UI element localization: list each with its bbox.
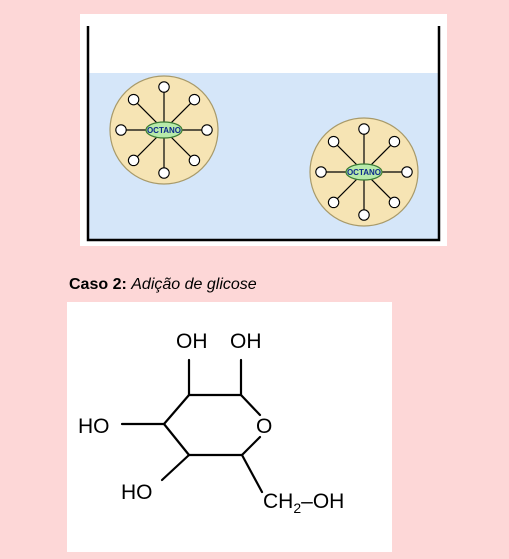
glucose-structure: OH OH HO O HO CH2–OH: [78, 330, 344, 516]
surfactant-head: [188, 154, 201, 167]
surfactant-head: [401, 166, 413, 178]
hydroxyl-left: HO: [78, 415, 110, 438]
surfactant-head: [127, 154, 140, 167]
surfactant-head: [127, 93, 140, 106]
ring-bond-c4-c3: [162, 422, 191, 457]
micelle-group: OCTANO OCTANO: [109, 75, 419, 227]
ring-bond-c1-o: [239, 393, 262, 417]
hydroxyl-bottom: HO: [121, 481, 153, 504]
caption-case-label: Caso 2:: [69, 276, 127, 293]
surfactant-head: [327, 196, 340, 209]
ch2-label: CH: [263, 490, 293, 513]
surfactant-head: [358, 209, 370, 221]
glucose-panel: OH OH HO O HO CH2–OH: [67, 302, 392, 552]
surfactant-head: [388, 196, 401, 209]
caption-description: Adição de glicose: [131, 276, 257, 293]
ring-bond-o-c5: [240, 435, 262, 457]
bond-c4-ho: [160, 453, 191, 482]
micelle-core-label: OCTANO: [147, 126, 181, 135]
ch2-oh-label: –OH: [301, 490, 344, 513]
ring-bond-c3-c2: [162, 393, 191, 426]
micelle-core: [345, 163, 383, 181]
beaker-outline: [86, 26, 441, 242]
micelle: OCTANO: [109, 75, 219, 185]
surfactant-head: [201, 124, 213, 136]
surfactant-head: [327, 135, 340, 148]
ring-oxygen: O: [256, 415, 272, 438]
micelle-core-label: OCTANO: [347, 168, 381, 177]
surfactant-head: [388, 135, 401, 148]
hydroxyl-top-left: OH: [176, 330, 208, 353]
surfactant-head: [358, 123, 370, 135]
hydroxyl-top-right: OH: [230, 330, 262, 353]
beaker-panel: OCTANO OCTANO: [80, 14, 447, 246]
micelle-core: [145, 121, 183, 139]
bond-c5-ch2: [240, 453, 264, 494]
ch2oh-group: CH2–OH: [263, 490, 344, 516]
surfactant-head: [158, 167, 170, 179]
ch2-subscript: 2: [293, 500, 301, 516]
surfactant-head: [158, 81, 170, 93]
micelle: OCTANO: [309, 117, 419, 227]
case-caption: Caso 2: Adição de glicose: [69, 276, 257, 294]
surfactant-head: [115, 124, 127, 136]
surfactant-head: [188, 93, 201, 106]
surfactant-head: [315, 166, 327, 178]
beaker-diagram: OCTANO OCTANO: [86, 26, 441, 242]
